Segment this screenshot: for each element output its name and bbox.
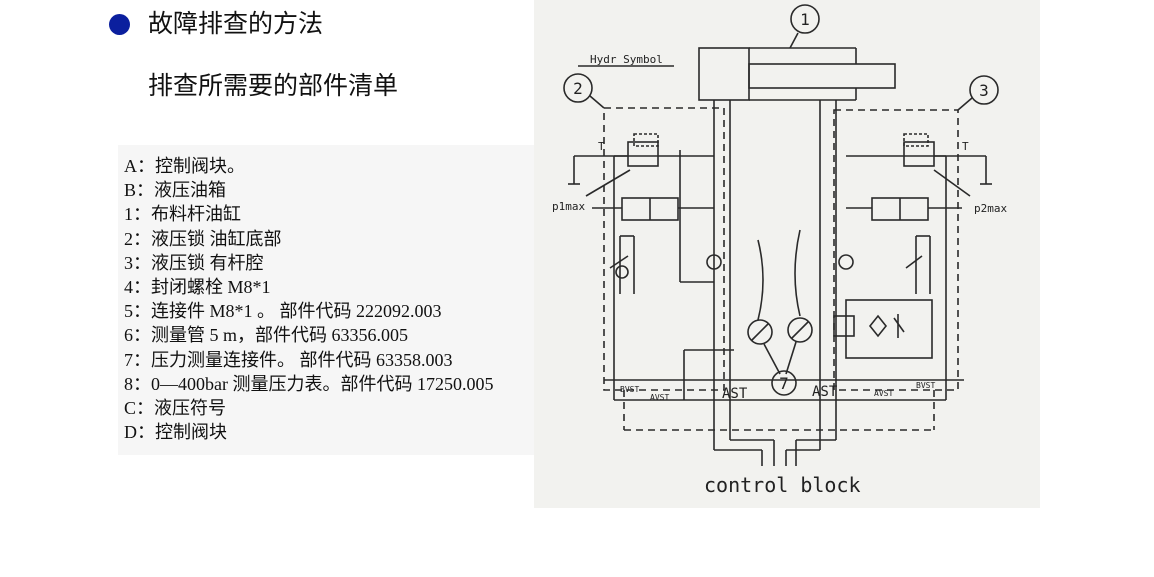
gauge-block-right (845, 299, 933, 359)
list-item: 1：布料杆油缸 (124, 204, 241, 225)
diagram-background (534, 0, 1040, 508)
piston-rod (748, 63, 896, 89)
list-item: 6：测量管 5 m，部件代码 63356.005 (124, 325, 408, 346)
gauge-left (747, 319, 773, 345)
bullet-dot (109, 14, 130, 35)
label-3: 3 (979, 81, 989, 100)
label-control-block: control block (704, 473, 861, 497)
list-item: 3：液压锁 有杆腔 (124, 252, 264, 273)
label-hydr-symbol: Hydr Symbol (590, 53, 663, 66)
hydraulic-diagram: Hydr Symbol 1 2 3 7 T T p1max p2max BVST… (534, 0, 1040, 508)
relief-valve-right (903, 141, 935, 167)
label-2: 2 (573, 79, 583, 98)
label-bvst-right: BVST (916, 381, 935, 390)
label-p2max: p2max (974, 202, 1007, 215)
callout-circle-3 (969, 75, 999, 105)
relief-valve-left (627, 141, 659, 167)
list-item: C：液压符号 (124, 398, 227, 419)
page-title: 故障排查的方法 (148, 9, 324, 38)
parts-panel (118, 145, 534, 455)
label-t-right: T (962, 140, 969, 153)
list-item: 4：封闭螺栓 M8*1 (124, 277, 271, 298)
label-ast-left: AST (722, 386, 748, 402)
valve-block-right (833, 109, 959, 391)
page-subtitle: 排查所需要的部件清单 (148, 71, 399, 100)
label-ast-right: AST (812, 384, 838, 400)
label-7: 7 (779, 374, 789, 393)
list-item: 5：连接件 M8*1 。 部件代码 222092.003 (124, 301, 442, 322)
label-t-left: T (598, 140, 605, 153)
list-item: B：液压油箱 (124, 180, 227, 201)
list-item: 7：压力测量连接件。 部件代码 63358.003 (124, 349, 453, 370)
callout-circle-2 (563, 73, 593, 103)
list-item: 2：液压锁 油缸底部 (124, 228, 282, 249)
callout-circle-7 (771, 370, 797, 396)
gauge-right (787, 317, 813, 343)
list-item: A：控制阀块。 (124, 156, 245, 176)
label-avst-right: AVST (874, 389, 893, 398)
callout-circle-1 (790, 4, 820, 34)
label-1: 1 (800, 10, 810, 29)
valve-block-left (603, 107, 725, 391)
list-item: 8：0—400bar 测量压力表。部件代码 17250.005 (124, 373, 494, 394)
label-bvst-left: BVST (620, 385, 639, 394)
list-item: D：控制阀块 (124, 422, 227, 443)
parts-list: A：控制阀块。 B：液压油箱 1：布料杆油缸 2：液压锁 油缸底部 3：液压锁 … (124, 154, 493, 444)
label-avst-left: AVST (650, 393, 669, 402)
label-p1max: p1max (552, 200, 585, 213)
